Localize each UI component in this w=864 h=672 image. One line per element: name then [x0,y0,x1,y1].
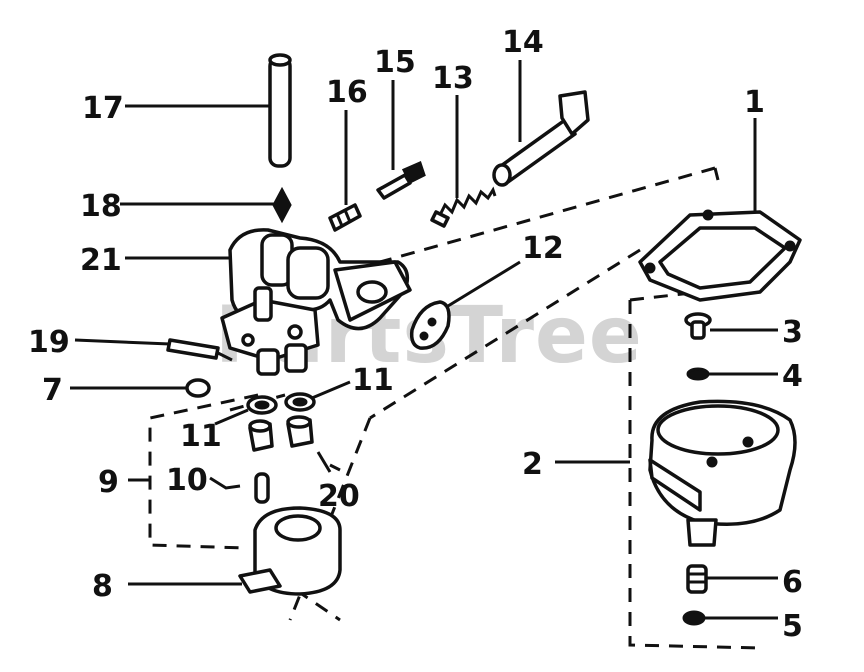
part-11-seal-right [284,392,316,412]
callout-3: 3 [782,315,803,350]
part-14-lever [492,90,590,187]
callout-16: 16 [326,75,368,110]
part-21-carburetor-body [220,228,412,376]
part-12-gasket [409,300,451,350]
callout-21: 21 [80,243,122,278]
callout-15: 15 [374,45,416,80]
callout-13: 13 [432,61,474,96]
callout-5: 5 [782,609,803,644]
part-11-seal-left [246,395,278,415]
callout-4: 4 [782,359,803,394]
callout-6: 6 [782,565,803,600]
callout-18: 18 [80,189,122,224]
part-2-float-bowl [648,399,797,547]
callout-11-right: 11 [352,363,394,398]
part-16-spring [328,203,362,232]
part-13-spring [430,186,497,228]
callout-20: 20 [318,479,360,514]
leader-lines [70,60,778,620]
part-8-float [238,506,342,596]
part-3-screw [684,312,712,340]
part-20-jet-left [248,419,274,452]
part-15-screw [376,160,426,200]
callout-17: 17 [82,91,124,126]
part-1-gasket [638,209,802,302]
callout-14: 14 [502,25,544,60]
part-6-spring [686,564,708,594]
callout-19: 19 [28,325,70,360]
part-20-jet-right [286,415,314,448]
part-10-clip [209,472,270,504]
part-5-nut [682,610,706,626]
callout-7: 7 [42,373,63,408]
callout-2: 2 [522,447,543,482]
part-18-needle [272,186,292,224]
callout-9: 9 [98,465,119,500]
callout-12: 12 [522,231,564,266]
callout-1: 1 [744,85,765,120]
callout-10: 10 [166,463,208,498]
part-7-washer [185,378,211,398]
callout-11-left: 11 [180,419,222,454]
part-17-shaft [268,53,292,168]
callout-8: 8 [92,569,113,604]
part-4-washer [686,367,710,381]
part-19-rod [166,338,233,362]
callout-labels: 1 2 3 4 5 6 7 8 9 10 11 11 12 13 14 15 1… [28,25,803,644]
